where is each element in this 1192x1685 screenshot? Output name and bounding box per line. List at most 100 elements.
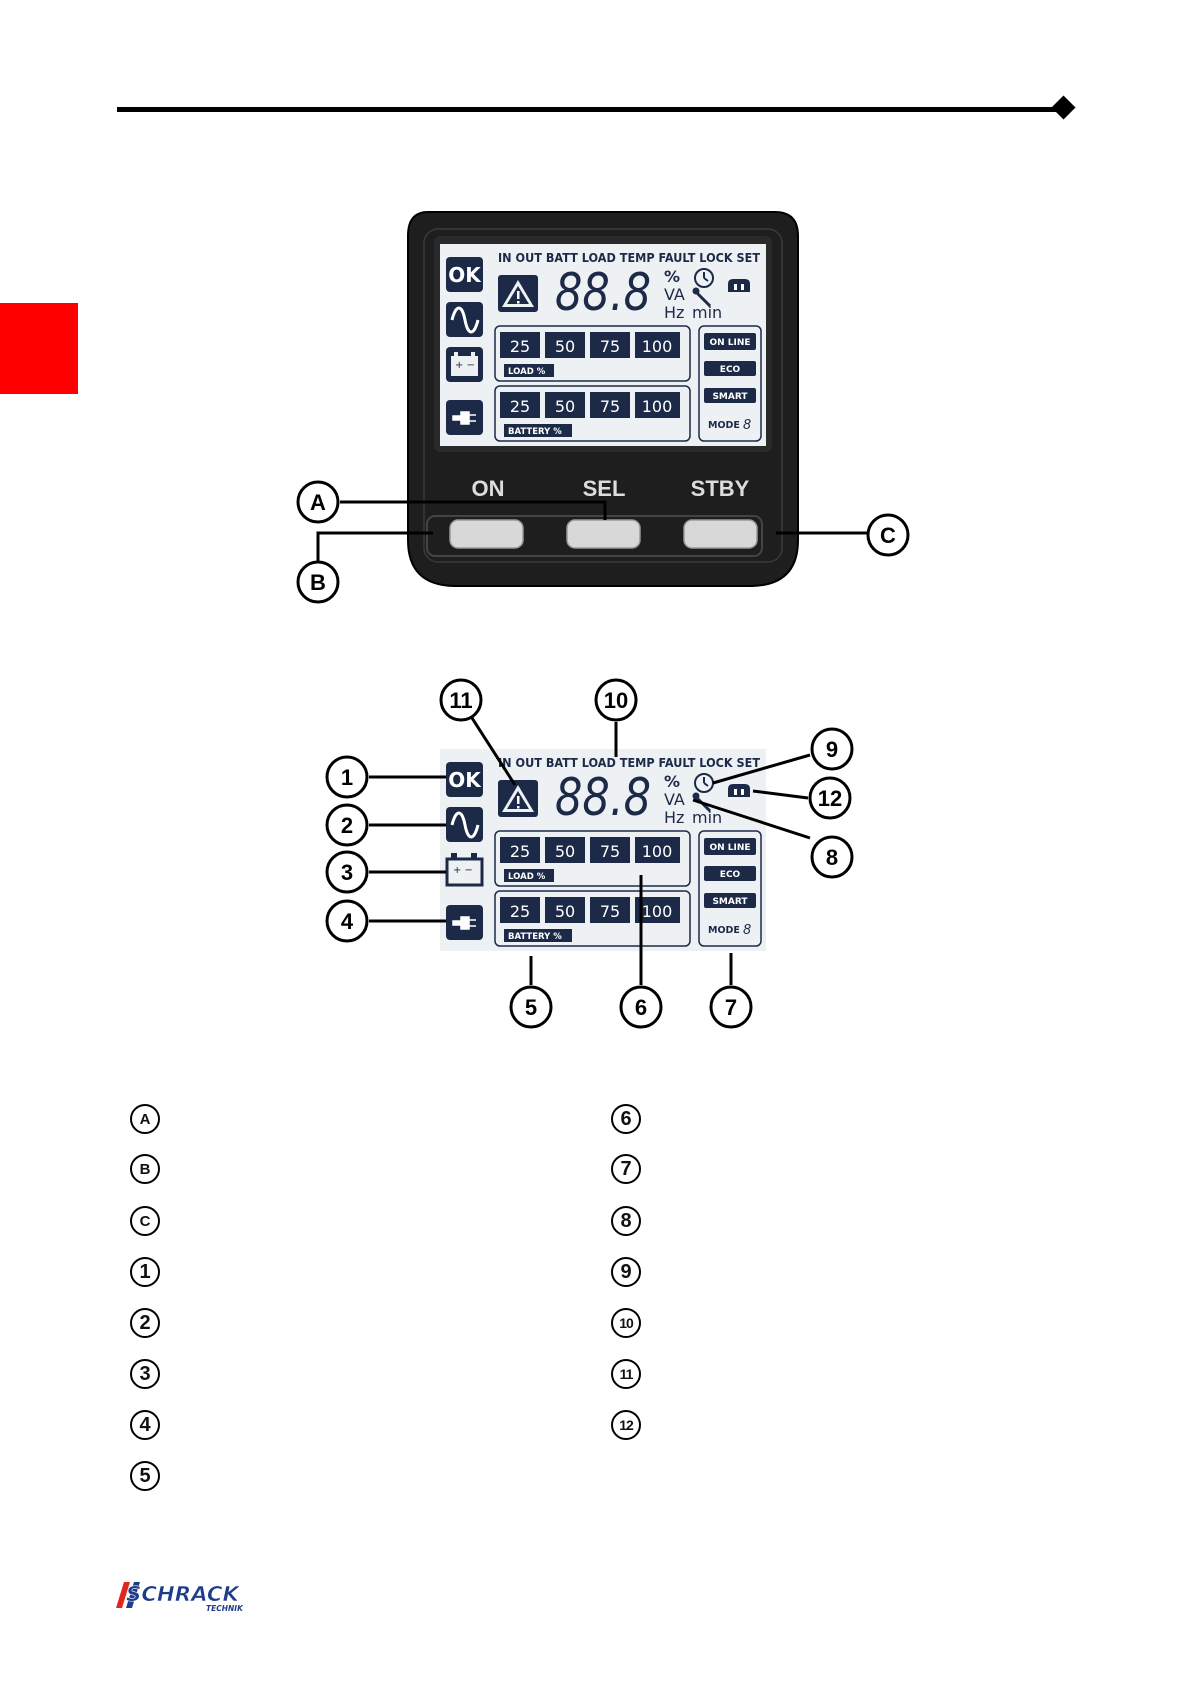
lcd-screen: IN OUT BATT LOAD TEMP FAULT LOCK SET OK … [440, 244, 766, 446]
callout-8: 8 [810, 835, 854, 879]
svg-text:50: 50 [555, 842, 575, 861]
svg-text:+ −: + − [455, 360, 475, 371]
mode-online: ON LINE [709, 338, 750, 348]
legend-mark-2: 2 [130, 1308, 160, 1338]
svg-text:OK: OK [448, 768, 482, 792]
svg-text:5: 5 [525, 995, 537, 1020]
overload-icon [728, 279, 750, 292]
svg-text:75: 75 [600, 842, 620, 861]
status-words: IN OUT BATT LOAD TEMP FAULT LOCK SET [498, 250, 760, 265]
load-bar-75: 75 [600, 337, 620, 356]
callout-3: 3 [325, 850, 369, 894]
svg-text:25: 25 [510, 902, 530, 921]
on-button[interactable] [449, 519, 524, 549]
svg-text:11: 11 [449, 688, 472, 713]
legend-mark-11: 11 [611, 1359, 641, 1389]
unit-percent: % [664, 267, 680, 286]
battery-bar-50: 50 [555, 397, 575, 416]
legend-mark-6: 6 [611, 1104, 641, 1134]
legend-mark-10: 10 [611, 1308, 641, 1338]
callout-7: 7 [709, 985, 753, 1029]
svg-text:1: 1 [341, 765, 353, 790]
brand-sub: TECHNIK [206, 1604, 244, 1613]
legend-mark-9: 9 [611, 1257, 641, 1287]
status-words-detail: IN OUT BATT LOAD TEMP FAULT LOCK SET [498, 755, 760, 770]
svg-text:Hz: Hz [664, 808, 684, 827]
mode-digit: 8 [743, 418, 751, 433]
svg-text:SMART: SMART [712, 897, 748, 907]
overload-icon-detail [728, 784, 750, 797]
seven-segment-digits: 88.8 [555, 263, 651, 323]
ok-icon-detail [446, 762, 483, 797]
unit-va: VA [664, 285, 685, 304]
load-bar-100: 100 [642, 337, 673, 356]
svg-text:VA: VA [664, 790, 685, 809]
svg-text:A: A [310, 490, 326, 515]
battery-icon-detail: + − [445, 853, 484, 887]
svg-text:LOAD %: LOAD % [508, 872, 546, 882]
sel-button-label: SEL [583, 476, 626, 501]
svg-text:+ −: + − [453, 865, 473, 876]
callout-6: 6 [619, 985, 663, 1029]
legend-mark-c: C [130, 1206, 160, 1236]
svg-text:50: 50 [555, 902, 575, 921]
wrench-icon [692, 287, 712, 308]
svg-text:ON LINE: ON LINE [709, 843, 750, 853]
seven-segment-digits-detail: 88.8 [555, 768, 651, 828]
callout-1: 1 [325, 755, 369, 799]
callout-a: A [296, 480, 607, 524]
load-bar-25: 25 [510, 337, 530, 356]
svg-text:%: % [664, 772, 680, 791]
svg-text:12: 12 [818, 786, 842, 811]
callout-4: 4 [325, 899, 369, 943]
callout-11: 11 [439, 678, 483, 722]
unit-hz: Hz [664, 303, 684, 322]
sel-button[interactable] [566, 519, 641, 549]
timer-icon [694, 268, 714, 288]
battery-bar: 25 50 75 100 BATTERY % [494, 385, 691, 442]
callout-12: 12 [808, 776, 852, 820]
callout-2: 2 [325, 803, 369, 847]
load-bar-50: 50 [555, 337, 575, 356]
ok-icon [446, 257, 483, 292]
legend-mark-3: 3 [130, 1359, 160, 1389]
mode-panel-detail: ON LINE ECO SMART MODE 8 [698, 830, 762, 947]
warning-icon-detail [498, 780, 538, 817]
on-button-label: ON [472, 476, 505, 501]
callout-9: 9 [810, 727, 854, 771]
callout-leaders [369, 717, 811, 985]
svg-text:100: 100 [642, 902, 673, 921]
svg-text:4: 4 [341, 909, 354, 934]
callout-10: 10 [594, 678, 638, 722]
legend-mark-a: A [130, 1104, 160, 1134]
ok-icon-text: OK [448, 263, 482, 287]
callout-b: B [296, 531, 433, 604]
callout-c: C [776, 513, 910, 557]
mode-panel: ON LINE ECO SMART MODE 8 [698, 325, 762, 442]
svg-text:100: 100 [642, 842, 673, 861]
stby-button[interactable] [683, 519, 758, 549]
battery-bar-25: 25 [510, 397, 530, 416]
mode-label: MODE [708, 420, 740, 431]
battery-bar-100: 100 [642, 397, 673, 416]
callout-5: 5 [509, 985, 553, 1029]
svg-text:8: 8 [826, 845, 838, 870]
legend-mark-12: 12 [611, 1410, 641, 1440]
brand-main: SCHRACK [126, 1582, 241, 1606]
svg-text:MODE: MODE [708, 925, 740, 936]
legend-mark-b: B [130, 1154, 160, 1184]
svg-text:C: C [880, 523, 896, 548]
load-bar-label: LOAD % [508, 367, 546, 377]
svg-text:25: 25 [510, 842, 530, 861]
svg-text:10: 10 [604, 688, 628, 713]
chapter-tab [0, 303, 78, 394]
svg-text:min: min [692, 808, 722, 827]
brand-logo: SCHRACK TECHNIK [116, 1582, 244, 1613]
legend-mark-8: 8 [611, 1206, 641, 1236]
svg-text:ECO: ECO [720, 870, 741, 880]
svg-text:6: 6 [635, 995, 647, 1020]
svg-text:7: 7 [725, 995, 737, 1020]
stby-button-label: STBY [691, 476, 750, 501]
legend-mark-7: 7 [611, 1154, 641, 1184]
